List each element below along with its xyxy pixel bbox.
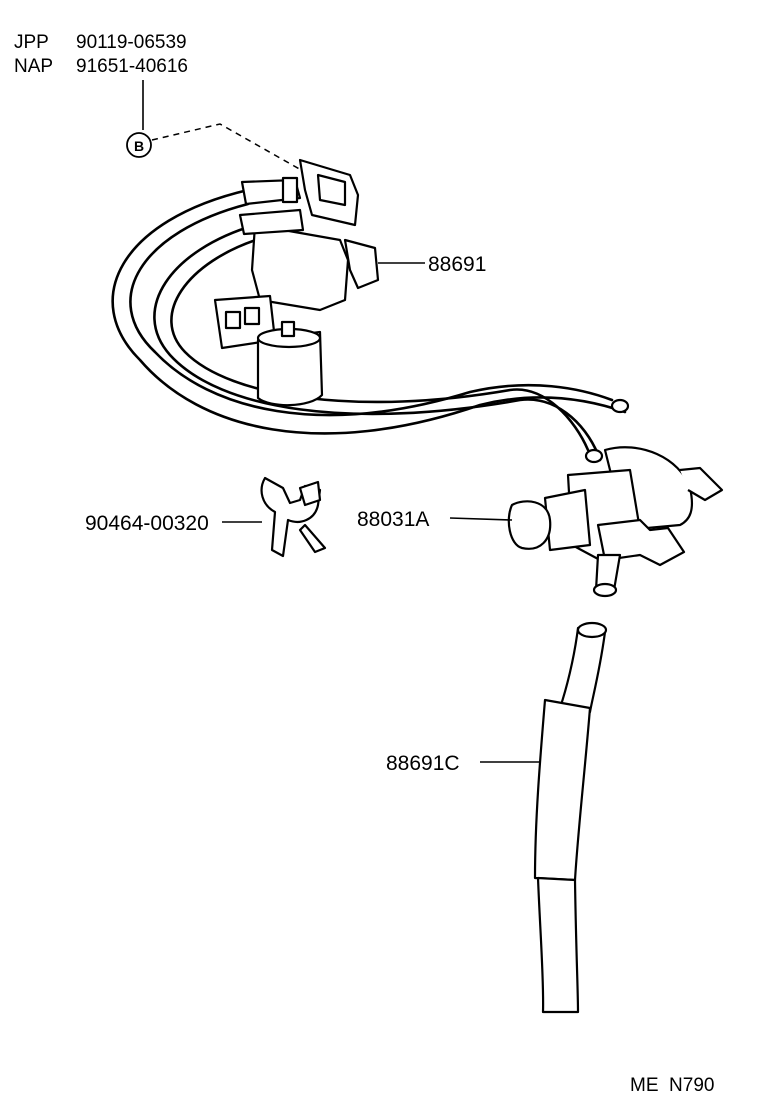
ref-marker-label: B bbox=[134, 138, 144, 154]
valve-assembly-88691 bbox=[213, 158, 380, 407]
hose-88691c bbox=[533, 621, 608, 1014]
check-valve-88031a bbox=[507, 446, 724, 598]
header-part-numbers: JPP 90119-06539 NAP 91651-40616 bbox=[14, 32, 188, 77]
hose-clip-90464 bbox=[260, 476, 327, 558]
callout-clip-label: 90464-00320 bbox=[85, 512, 209, 535]
header-prefix-jpp: JPP bbox=[14, 32, 49, 53]
callout-88691-label: 88691 bbox=[428, 253, 486, 276]
header-prefix-nap: NAP bbox=[14, 56, 53, 77]
header-number-jpp: 90119-06539 bbox=[76, 32, 187, 53]
header-number-nap: 91651-40616 bbox=[76, 56, 188, 77]
callout-88691c-label: 88691C bbox=[386, 752, 460, 775]
callout-88031a-label: 88031A bbox=[357, 508, 429, 531]
vacuum-hoses bbox=[111, 188, 630, 464]
callout-88031a-leader bbox=[449, 517, 513, 521]
footer-code: ME N790 bbox=[630, 1075, 714, 1096]
dashed-leader-b bbox=[151, 123, 311, 176]
ref-marker-b: B bbox=[126, 132, 152, 158]
